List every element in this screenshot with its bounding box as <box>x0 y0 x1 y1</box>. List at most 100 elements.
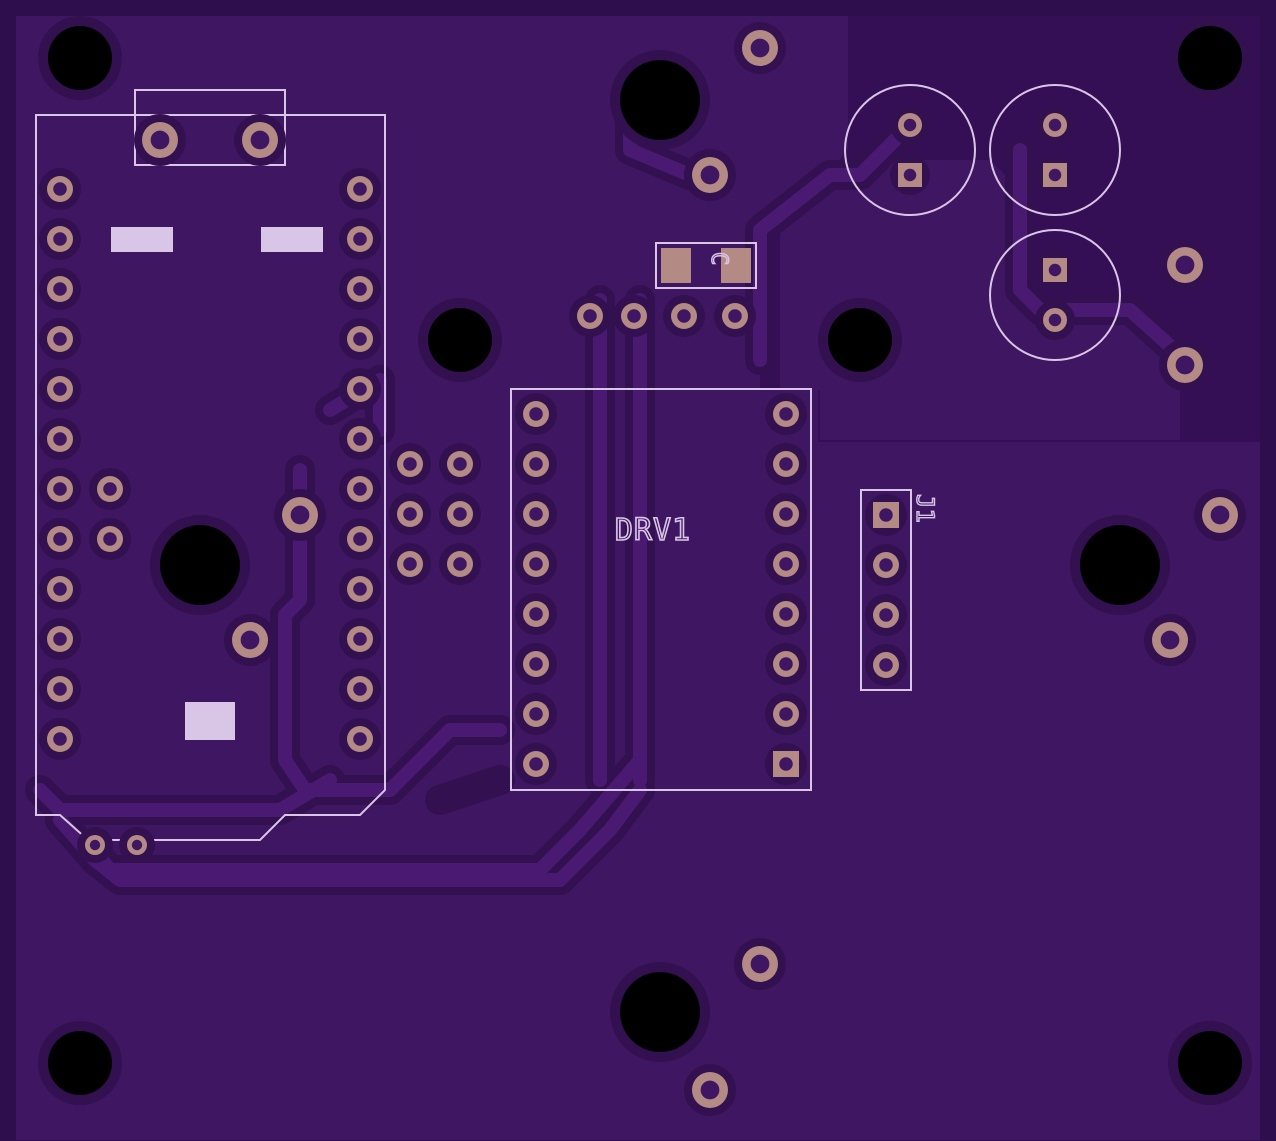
electrolytic-cap-outline <box>989 229 1121 361</box>
pad-drill <box>779 707 793 721</box>
mounting-hole <box>828 308 892 372</box>
mounting-hole <box>48 1031 112 1095</box>
pad-drill <box>353 732 367 746</box>
silk-marks <box>111 227 323 740</box>
pad-drill <box>53 532 67 546</box>
pad-drill <box>529 657 543 671</box>
pad-drill <box>879 508 893 522</box>
pad-drill <box>53 732 67 746</box>
mcu-module-outline <box>35 114 386 841</box>
pad-drill <box>89 839 101 851</box>
pad-drill <box>529 507 543 521</box>
pad-drill <box>403 507 417 521</box>
pad-drill <box>290 505 310 525</box>
mounting-hole <box>160 525 240 605</box>
pad-drill <box>529 407 543 421</box>
pad-drill <box>779 557 793 571</box>
pad-drill <box>403 557 417 571</box>
pad-drill <box>453 507 467 521</box>
smd-pad <box>721 248 751 283</box>
pad-drill <box>453 557 467 571</box>
pad-drill <box>529 607 543 621</box>
smd-pad-mark <box>185 702 235 740</box>
pad-drill <box>353 382 367 396</box>
smd-pad <box>661 248 691 283</box>
pad-drill <box>53 682 67 696</box>
pad-drill <box>150 130 170 150</box>
pad-drill <box>103 532 117 546</box>
pad-drill <box>353 532 367 546</box>
pad-drill <box>353 232 367 246</box>
pad-drill <box>779 757 793 771</box>
capacitor-pads <box>661 248 751 283</box>
pad-drill <box>53 232 67 246</box>
mounting-hole <box>1178 1031 1242 1095</box>
pad-drill <box>879 608 893 622</box>
pad-drill <box>53 482 67 496</box>
pad-drill <box>1160 630 1180 650</box>
through-hole-pads <box>39 22 1246 1116</box>
mounting-holes <box>38 16 1252 1105</box>
pad-drill <box>779 507 793 521</box>
pad-drill <box>353 332 367 346</box>
pad-drill <box>529 757 543 771</box>
pad-drill <box>1048 118 1062 132</box>
capacitor-outline <box>655 242 757 289</box>
pad-drill <box>353 182 367 196</box>
pad-drill <box>131 839 143 851</box>
pad-drill <box>779 407 793 421</box>
pad-drill <box>903 118 917 132</box>
pad-drill <box>53 182 67 196</box>
pad-drill <box>1175 355 1195 375</box>
pad-drill <box>529 707 543 721</box>
pad-drill <box>53 382 67 396</box>
pad-drill <box>583 309 597 323</box>
pad-drill <box>879 558 893 572</box>
pad-drill <box>53 632 67 646</box>
pad-drill <box>103 482 117 496</box>
pad-drill <box>728 309 742 323</box>
mounting-hole <box>1178 26 1242 90</box>
capacitor-label: C <box>706 252 731 265</box>
pad-drill <box>1175 255 1195 275</box>
usb-connector-outline <box>134 89 286 166</box>
pad-drill <box>779 457 793 471</box>
pad-drill <box>1048 263 1062 277</box>
pad-drill <box>353 632 367 646</box>
pad-drill <box>750 38 770 58</box>
pad-drill <box>1048 313 1062 327</box>
pad-drill <box>1048 168 1062 182</box>
pad-drill <box>779 657 793 671</box>
electrolytic-cap-outline <box>844 84 976 216</box>
pad-drill <box>750 954 770 974</box>
pad-drill <box>353 682 367 696</box>
silkscreen <box>35 84 1121 841</box>
smd-pad-mark <box>111 227 173 252</box>
mounting-hole <box>620 60 700 140</box>
pad-drill <box>879 658 893 672</box>
pad-drill <box>700 165 720 185</box>
mounting-hole <box>428 308 492 372</box>
pad-drill <box>529 457 543 471</box>
pad-drill <box>529 557 543 571</box>
header-j1-outline <box>860 489 912 691</box>
header-j1-label: J1 <box>911 494 939 523</box>
mounting-hole <box>620 972 700 1052</box>
pad-drill <box>353 482 367 496</box>
mounting-hole <box>48 26 112 90</box>
pad-drill <box>453 457 467 471</box>
pad-drill <box>403 457 417 471</box>
pad-drill <box>353 582 367 596</box>
pad-drill <box>53 432 67 446</box>
pad-drill <box>353 282 367 296</box>
pad-drill <box>700 1080 720 1100</box>
pad-drill <box>250 130 270 150</box>
mounting-hole <box>1080 525 1160 605</box>
driver-label: DRV1 <box>615 513 691 548</box>
smd-pad-mark <box>261 227 323 252</box>
pad-drill <box>677 309 691 323</box>
pad-drill <box>1210 505 1230 525</box>
pad-drill <box>627 309 641 323</box>
pad-drill <box>779 607 793 621</box>
